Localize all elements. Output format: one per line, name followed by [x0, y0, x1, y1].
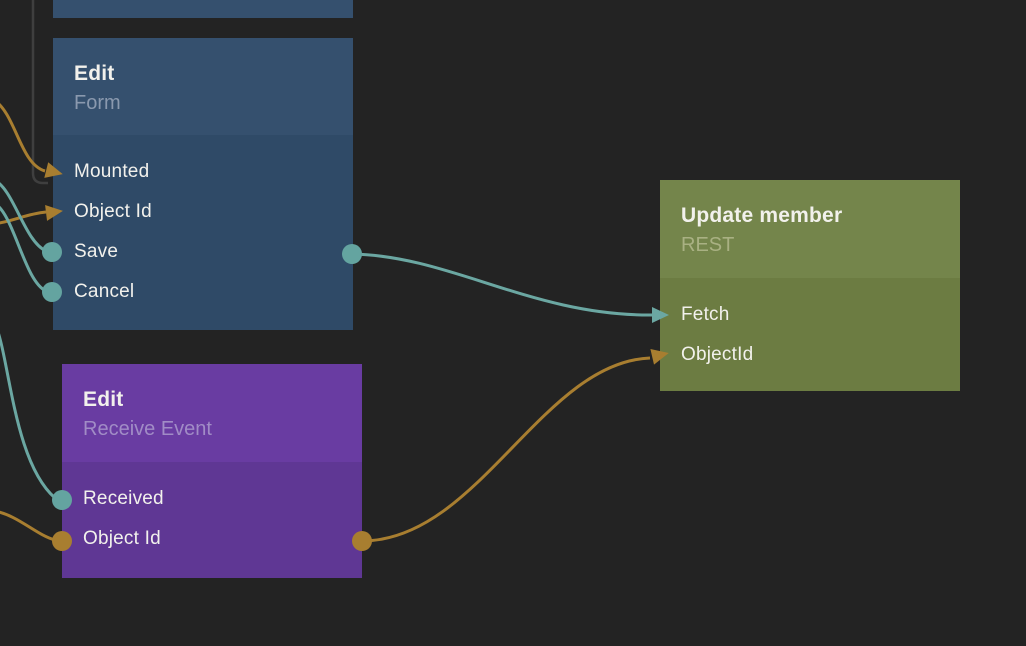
node-update-member-header[interactable]: Update member REST: [660, 180, 960, 278]
wire-save-to-fetch[interactable]: [351, 252, 653, 317]
node-subtitle: REST: [681, 234, 735, 256]
wire-left-to-form-object-id[interactable]: [0, 210, 47, 225]
node-update-member[interactable]: Update member REST Fetch ObjectId: [660, 180, 960, 391]
port-label: Fetch: [681, 304, 730, 325]
port-form-cancel[interactable]: Cancel: [53, 272, 353, 312]
port-receive-object-id[interactable]: Object Id: [62, 519, 362, 559]
wire-left-to-form-cancel[interactable]: [0, 203, 47, 293]
wire-left-to-form-save[interactable]: [0, 180, 47, 253]
node-partial-top[interactable]: [53, 0, 353, 18]
port-form-object-id[interactable]: Object Id: [53, 192, 353, 232]
node-title: Update member: [681, 204, 843, 227]
node-title: Edit: [83, 388, 124, 411]
node-edit-receive-event-ports: Received Object Id: [62, 462, 362, 578]
node-subtitle: Receive Event: [83, 418, 212, 440]
wire-left-to-form-mounted[interactable]: [0, 100, 46, 173]
port-update-fetch[interactable]: Fetch: [660, 295, 960, 335]
port-form-save[interactable]: Save: [53, 232, 353, 272]
node-title: Edit: [74, 62, 115, 85]
port-label: Received: [83, 488, 164, 509]
port-form-mounted[interactable]: Mounted: [53, 152, 353, 192]
port-receive-received[interactable]: Received: [62, 479, 362, 519]
port-label: Save: [74, 241, 119, 262]
wire-left-to-receive-object-id[interactable]: [0, 510, 56, 542]
node-edit-form-header[interactable]: Edit Form: [53, 38, 353, 135]
port-label: Object Id: [83, 528, 161, 549]
port-update-object-id[interactable]: ObjectId: [660, 335, 960, 375]
wire-inactive-top-to-mounted[interactable]: [31, 0, 48, 185]
node-subtitle: Form: [74, 92, 121, 114]
node-edit-receive-event[interactable]: Edit Receive Event Received Object Id: [62, 364, 362, 578]
port-label: Object Id: [74, 201, 152, 222]
port-label: ObjectId: [681, 344, 754, 365]
port-label: Cancel: [74, 281, 135, 302]
node-edit-form[interactable]: Edit Form Mounted Object Id Save Cancel: [53, 38, 353, 330]
port-label: Mounted: [74, 161, 150, 182]
node-edit-receive-event-header[interactable]: Edit Receive Event: [62, 364, 362, 462]
wire-receive-object-id-to-update-object-id[interactable]: [361, 356, 651, 543]
node-update-member-ports: Fetch ObjectId: [660, 278, 960, 391]
wire-left-to-receive-received[interactable]: [0, 326, 56, 500]
node-edit-form-ports: Mounted Object Id Save Cancel: [53, 135, 353, 330]
